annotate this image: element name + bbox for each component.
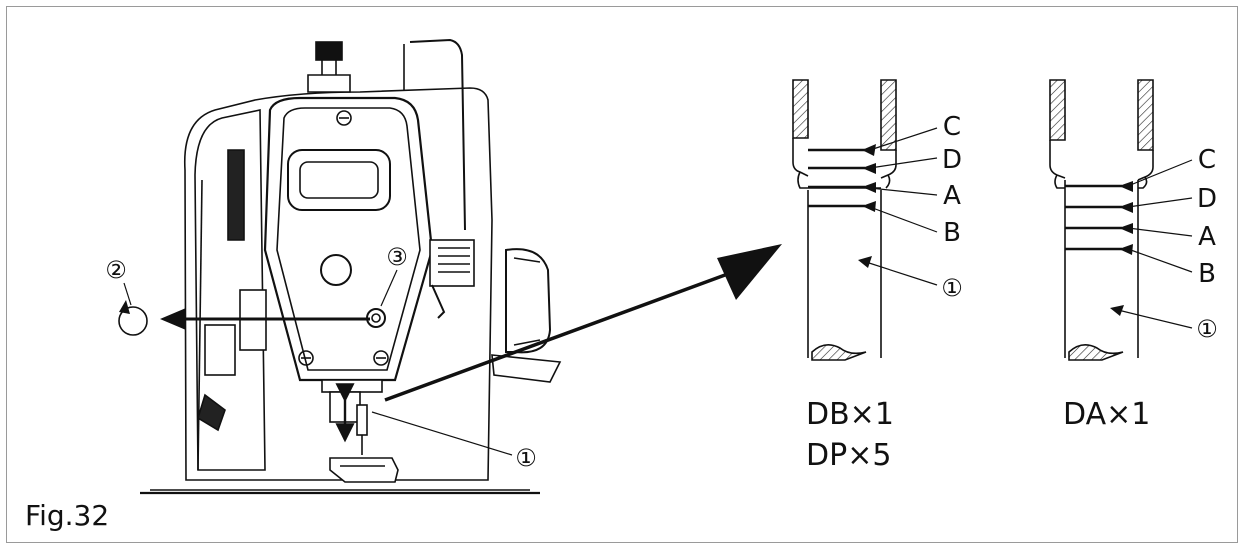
enlarge-arrow (384, 244, 782, 402)
mark-label: D (1197, 184, 1217, 214)
mark-label: D (942, 145, 962, 175)
mark-label: C (1198, 145, 1216, 175)
needle-system-label: DB×1 (806, 397, 894, 432)
callout-needle: ① (515, 444, 537, 472)
figure-frame (6, 6, 1238, 543)
mark-label: A (943, 181, 961, 211)
needle-diagram-db-dp: C D A B ① DB×1 DP×5 (792, 79, 963, 473)
needle-callout: ① (941, 274, 963, 302)
callout-leaders (123, 269, 513, 456)
mark-label: C (943, 112, 961, 142)
loosen-direction-icon (118, 300, 148, 336)
machine-head-illustration (140, 38, 562, 495)
mark-label: A (1198, 222, 1216, 252)
needle-system-label: DP×5 (806, 438, 891, 473)
callout-set-screw: ③ (386, 243, 408, 271)
direction-arrow-left (160, 308, 370, 330)
needle-diagram-da: C D A B ① DA×1 (1049, 79, 1218, 432)
needle-system-label: DA×1 (1063, 397, 1150, 432)
callout-screw-direction: ② (105, 256, 127, 284)
mark-label: B (1198, 259, 1216, 289)
figure-caption: Fig.32 (25, 499, 109, 532)
needle-callout: ① (1196, 315, 1218, 343)
mark-label: B (943, 218, 961, 248)
